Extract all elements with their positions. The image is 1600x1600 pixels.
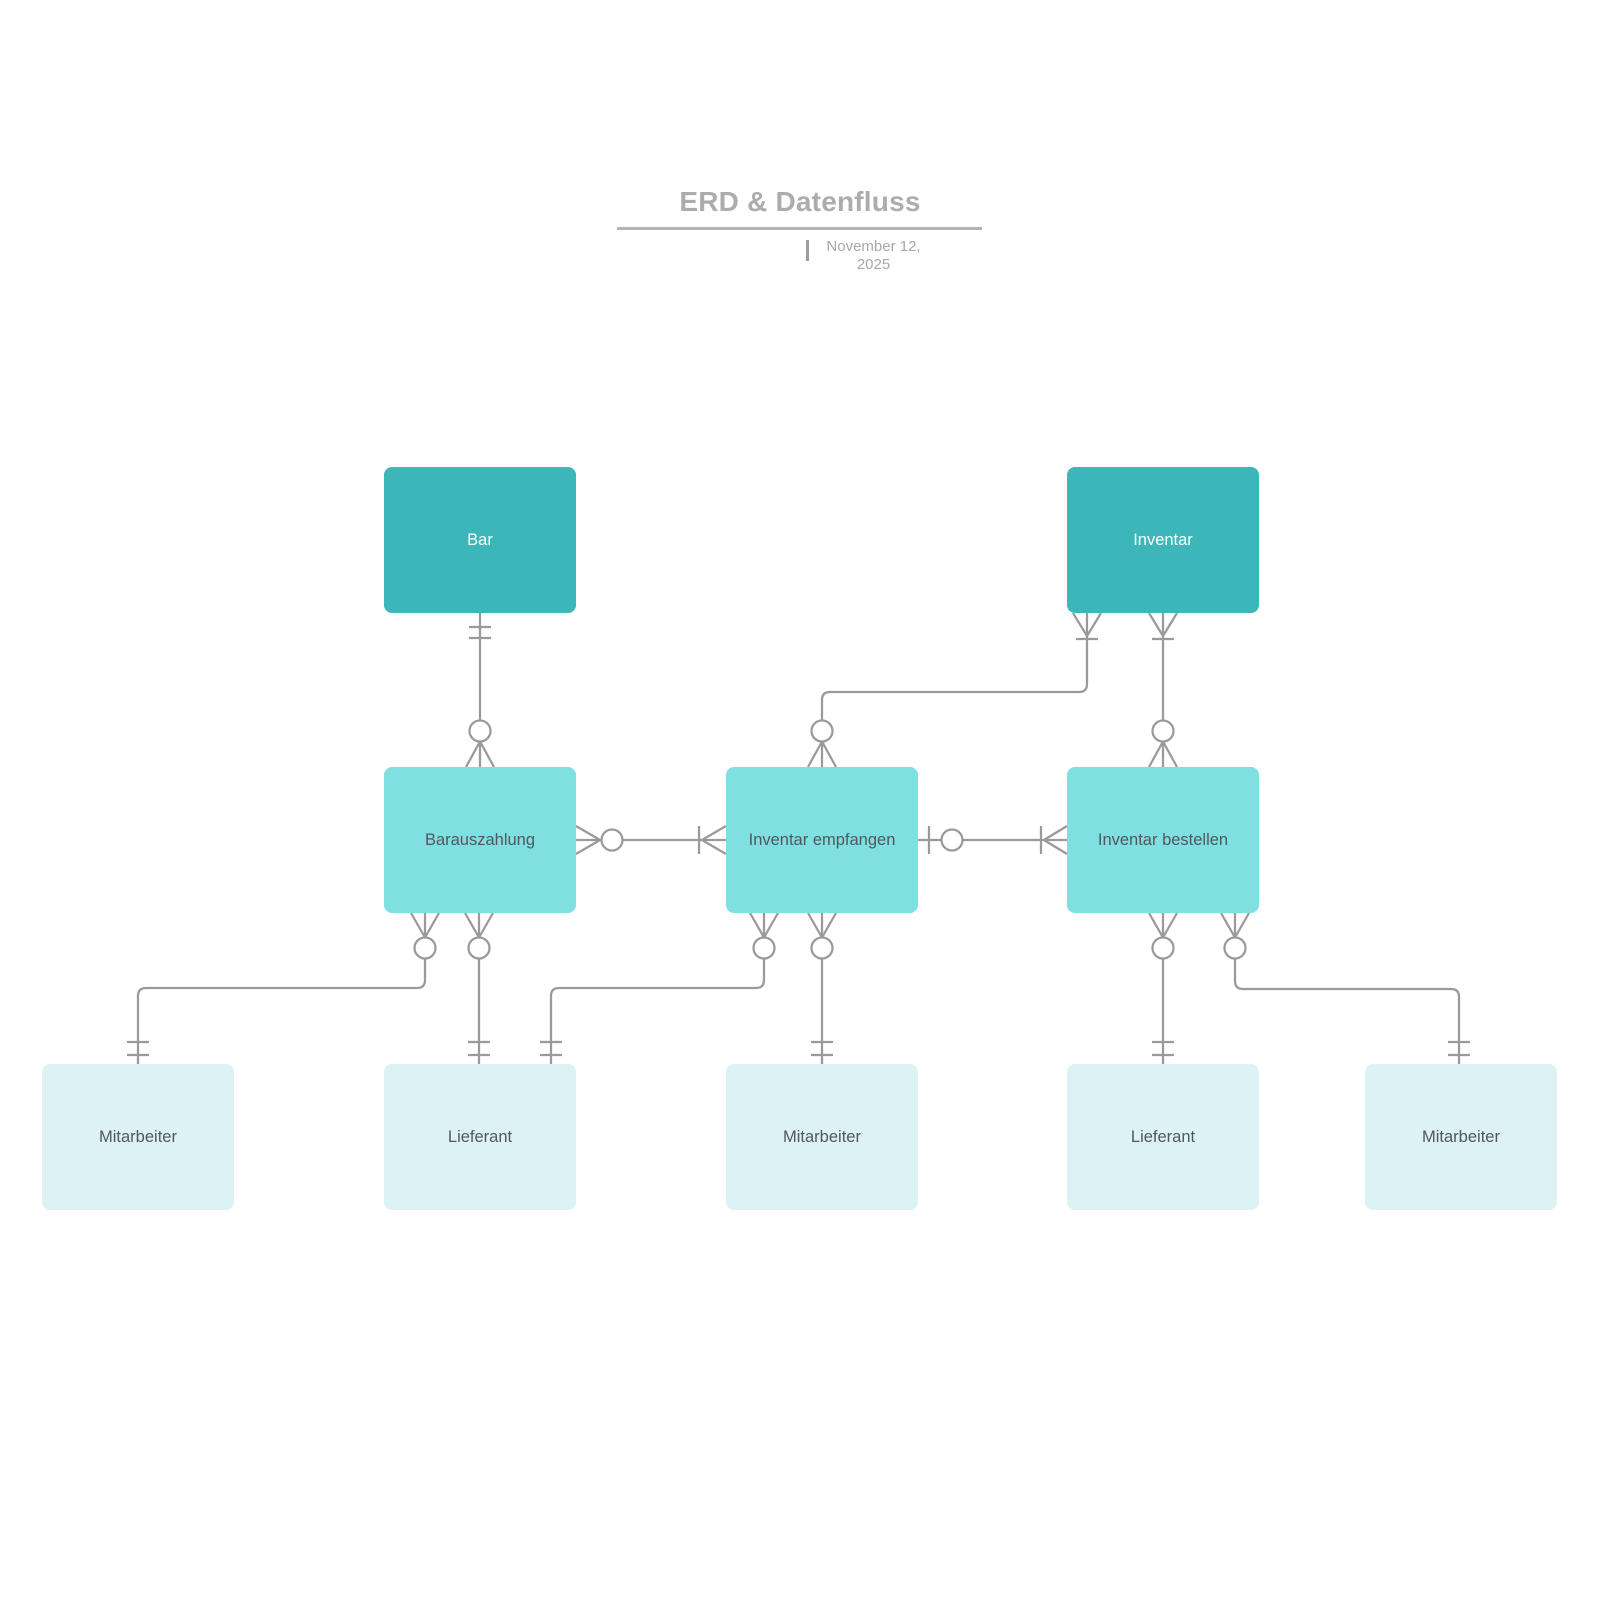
date-line-1: November 12,: [826, 238, 921, 255]
edge-barauszahlung-inventar-empfangen[interactable]: [575, 825, 727, 855]
edge-inventar-inventar-empfangen[interactable]: [807, 612, 1102, 768]
diagram-title: ERD & Datenfluss: [679, 186, 921, 217]
edge-inventar-empfangen-lieferant-1[interactable]: [540, 912, 779, 1064]
edge-bar-barauszahlung[interactable]: [465, 613, 495, 768]
entity-mitarbeiter-2[interactable]: Mitarbeiter: [726, 1064, 918, 1210]
entity-inventar-bestellen[interactable]: Inventar bestellen: [1067, 767, 1259, 913]
edge-inventar-bestellen-lieferant-2[interactable]: [1148, 912, 1178, 1064]
entity-label: Inventar empfangen: [748, 830, 896, 849]
entity-label: Inventar: [1133, 530, 1193, 549]
entity-mitarbeiter-1[interactable]: Mitarbeiter: [42, 1064, 234, 1210]
entity-label: Mitarbeiter: [783, 1127, 861, 1146]
date-line-2: 2025: [856, 256, 891, 273]
entity-label: Mitarbeiter: [99, 1127, 177, 1146]
entity-lieferant-1[interactable]: Lieferant: [384, 1064, 576, 1210]
entity-lieferant-2[interactable]: Lieferant: [1067, 1064, 1259, 1210]
entity-label: Inventar bestellen: [1097, 830, 1229, 849]
entity-label: Barauszahlung: [424, 830, 536, 849]
entity-inventar-empfangen[interactable]: Inventar empfangen: [726, 767, 918, 913]
entity-label: Mitarbeiter: [1422, 1127, 1500, 1146]
entity-mitarbeiter-3[interactable]: Mitarbeiter: [1365, 1064, 1557, 1210]
entity-bar[interactable]: Bar: [384, 467, 576, 613]
edge-inventar-empfangen-mitarbeiter-2[interactable]: [807, 912, 837, 1064]
edge-inventar-inventar-bestellen[interactable]: [1148, 612, 1178, 768]
date-divider: [806, 240, 809, 261]
edge-inventar-bestellen-mitarbeiter-3[interactable]: [1220, 912, 1470, 1064]
entity-label: Lieferant: [447, 1127, 513, 1146]
edge-inventar-empfangen-inventar-bestellen[interactable]: [918, 825, 1068, 855]
edge-barauszahlung-mitarbeiter-1[interactable]: [127, 912, 440, 1064]
title-underline: [617, 227, 982, 230]
entity-label: Bar: [467, 530, 493, 549]
entity-label: Lieferant: [1130, 1127, 1196, 1146]
entity-barauszahlung[interactable]: Barauszahlung: [384, 767, 576, 913]
edge-barauszahlung-lieferant-1[interactable]: [464, 912, 494, 1064]
entity-inventar[interactable]: Inventar: [1067, 467, 1259, 613]
diagram-date: November 12, 2025: [806, 238, 927, 274]
